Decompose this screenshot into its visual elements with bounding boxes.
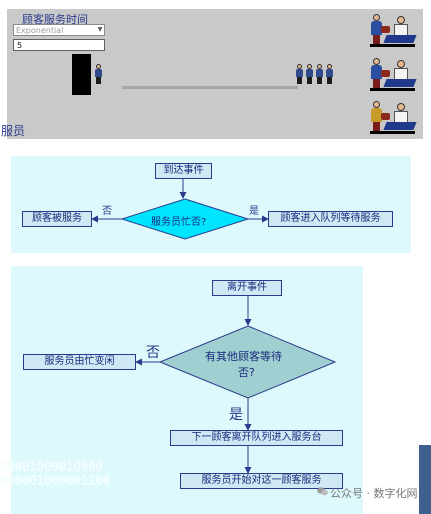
service-clerk-icon	[370, 14, 417, 48]
chevron-down-icon[interactable]: ▼	[97, 26, 103, 33]
clerk-side-label: 服员	[1, 124, 26, 138]
departure-decision-label-line2: 否?	[238, 366, 255, 379]
wechat-icon	[317, 487, 328, 496]
arrival-decision-diamond	[120, 198, 250, 240]
arrival-decision-label: 服务员忙否?	[151, 217, 207, 228]
service-time-input[interactable]: 5	[13, 39, 105, 51]
queued-customer-icon	[295, 64, 304, 84]
departure-decision-label-line1: 有其他顾客等待	[205, 350, 282, 363]
distribution-select[interactable]: Exponential	[13, 24, 105, 36]
service-clerk-icon	[370, 58, 417, 92]
queue-line	[122, 86, 298, 89]
service-time-title: 顾客服务时间	[22, 13, 88, 26]
side-tab	[419, 445, 431, 514]
departure-event-box: 离开事件	[212, 280, 282, 296]
customer-served-box: 顾客被服务	[22, 211, 92, 227]
customer-icon	[94, 64, 103, 84]
enter-queue-box: 顾客进入队列等待服务	[268, 211, 393, 227]
queued-customer-icon	[325, 64, 334, 84]
service-counter-block	[72, 54, 91, 95]
service-clerk-icon	[370, 101, 417, 135]
queued-customer-icon	[315, 64, 324, 84]
source-caption: 公众号 · 数字化网	[330, 487, 418, 500]
server-starts-service-box: 服务员开始对这一顾客服务	[180, 473, 343, 489]
departure-no-label: 否	[146, 345, 160, 361]
next-customer-box: 下一顾客离开队列进入服务台	[170, 430, 343, 446]
arrival-event-box: 到达事件	[155, 163, 212, 179]
arrival-yes-label: 是	[249, 206, 259, 217]
queued-customer-icon	[305, 64, 314, 84]
departure-yes-label: 是	[229, 407, 243, 423]
server-becomes-idle-box: 服务员由忙变闲	[23, 354, 136, 370]
arrival-no-label: 否	[102, 206, 112, 217]
binary-watermark: 00001000010000 000001000001200	[0, 460, 110, 489]
